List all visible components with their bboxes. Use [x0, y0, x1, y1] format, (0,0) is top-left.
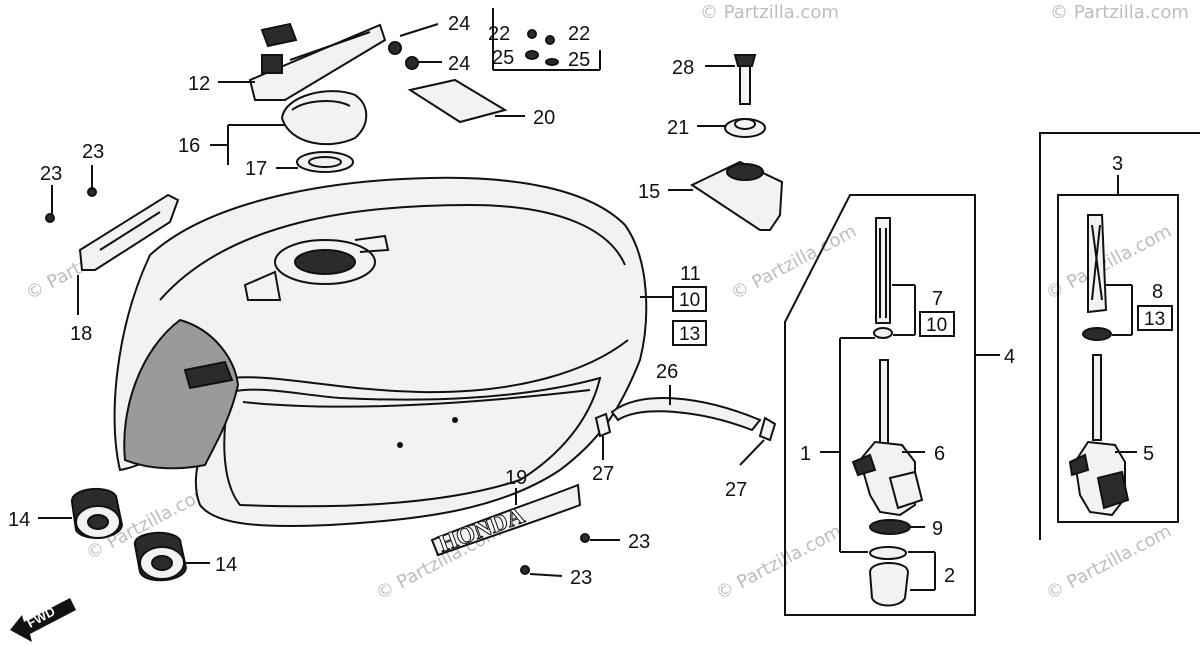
watermark: © Partzilla.com	[1042, 521, 1175, 605]
callout-8: 8	[1152, 281, 1163, 303]
callout-28: 28	[672, 57, 694, 79]
callout-1: 1	[800, 443, 811, 465]
ref-box-10-label: 10	[679, 290, 700, 311]
part-14-cushions: 14 14	[8, 487, 237, 582]
callout-3: 3	[1112, 153, 1123, 175]
callout-23d: 23	[570, 567, 592, 589]
callout-2: 2	[944, 565, 955, 587]
callout-25a: 25	[492, 47, 514, 69]
watermark: © Partzilla.com	[700, 2, 839, 23]
callout-23b: 23	[82, 141, 104, 163]
ref-box-13	[672, 320, 707, 346]
callout-25b: 25	[568, 49, 590, 71]
part-20-label: 20	[407, 78, 555, 129]
callout-7: 7	[932, 288, 943, 310]
ref-box-10	[672, 286, 707, 312]
callout-5: 5	[1143, 443, 1154, 465]
parts-28-21-15-mount: 28 21 15	[638, 54, 784, 231]
callout-15: 15	[638, 181, 660, 203]
callout-16: 16	[178, 135, 200, 157]
callout-24b: 24	[448, 53, 470, 75]
parts-22-24-25: 24 24 22 22 25 25	[388, 8, 601, 75]
ref-box-13b	[1137, 305, 1173, 331]
ref-box-13b-label: 13	[1144, 309, 1165, 330]
callout-12: 12	[188, 73, 210, 95]
part-16-17-fuel-cap: 16 17	[178, 90, 368, 180]
fwd-arrow-icon	[10, 598, 76, 642]
callout-24a: 24	[448, 13, 470, 35]
callout-11: 11	[680, 263, 701, 285]
callout-14a: 14	[8, 509, 30, 531]
fuel-valve-box-3: 3 8 13 5	[1039, 132, 1200, 540]
callout-18: 18	[70, 323, 92, 345]
watermark: © Partzilla.com	[712, 521, 845, 605]
callout-23c: 23	[628, 531, 650, 553]
callout-22b: 22	[568, 23, 590, 45]
callout-17: 17	[245, 158, 267, 180]
callout-26: 26	[656, 361, 678, 383]
callout-14b: 14	[215, 554, 237, 576]
fuel-valve-box-4: 4 7 10 6 9 2 1	[784, 194, 1015, 616]
callout-21: 21	[667, 117, 689, 139]
watermark: © Partzilla.com	[727, 221, 860, 305]
ref-box-13-label: 13	[679, 324, 700, 345]
parts-26-27-hose: 26 27 27	[592, 361, 777, 501]
callout-6: 6	[934, 443, 945, 465]
ref-box-10b-label: 10	[926, 315, 947, 336]
callout-27a: 27	[592, 463, 614, 485]
parts-11-10-13: 11 10 13	[640, 263, 707, 346]
fuel-tank	[113, 176, 648, 527]
callout-20: 20	[533, 107, 555, 129]
callout-9: 9	[932, 518, 943, 540]
part-12-cap-latch: 12	[188, 22, 387, 101]
callout-19: 19	[505, 467, 527, 489]
callout-4: 4	[1004, 346, 1015, 368]
ref-box-10b	[919, 311, 955, 337]
callout-27b: 27	[725, 479, 747, 501]
watermark: © Partzilla.com	[1050, 2, 1189, 23]
fwd-arrow: FWD	[10, 598, 76, 642]
callout-23a: 23	[40, 163, 62, 185]
part-18-bracket: 23 23 18	[40, 141, 180, 345]
callout-22a: 22	[488, 23, 510, 45]
